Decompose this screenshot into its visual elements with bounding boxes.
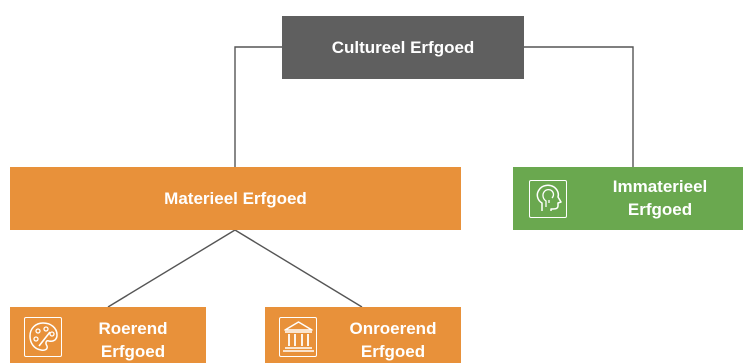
- temple-icon: [279, 317, 317, 357]
- node-roerend-line1: Roerend: [98, 319, 168, 338]
- node-cultureel-erfgoed: Cultureel Erfgoed: [282, 16, 524, 79]
- node-onroerend-erfgoed: Onroerend Erfgoed: [265, 307, 461, 363]
- node-materieel-erfgoed: Materieel Erfgoed: [10, 167, 461, 230]
- palette-icon: [24, 317, 62, 357]
- connector-root-to-materieel: [234, 46, 282, 167]
- connector-root-to-immaterieel: [524, 46, 634, 167]
- head-profile-icon: [529, 180, 567, 218]
- node-immaterieel-line1: Immaterieel: [612, 177, 708, 196]
- connector-materieel-to-onroerend: [234, 229, 363, 308]
- node-immaterieel-line2: Erfgoed: [627, 200, 693, 219]
- node-roerend-line2: Erfgoed: [100, 342, 166, 361]
- node-cultureel-erfgoed-label: Cultureel Erfgoed: [331, 38, 475, 57]
- node-roerend-erfgoed: Roerend Erfgoed: [10, 307, 206, 363]
- connector-materieel-to-roerend: [107, 229, 236, 308]
- node-onroerend-line1: Onroerend: [349, 319, 437, 338]
- node-materieel-erfgoed-label: Materieel Erfgoed: [164, 189, 307, 208]
- node-immaterieel-erfgoed: Immaterieel Erfgoed: [513, 167, 743, 230]
- node-onroerend-line2: Erfgoed: [360, 342, 426, 361]
